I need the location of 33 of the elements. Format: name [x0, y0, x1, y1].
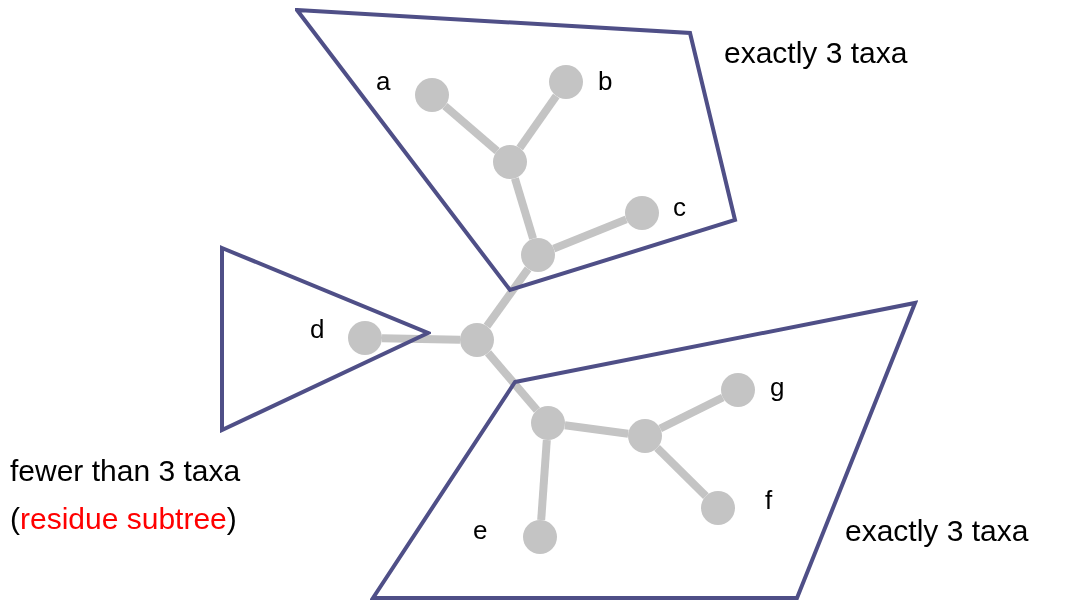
- branch-line: [654, 445, 709, 499]
- taxon-label: a: [376, 65, 391, 98]
- tree-node: [701, 491, 735, 525]
- taxon-label: c: [673, 191, 686, 224]
- branch-line: [381, 334, 461, 344]
- taxon-label: b: [598, 65, 613, 98]
- taxon-label: f: [765, 484, 773, 517]
- branch-line: [564, 421, 629, 438]
- branch-line: [442, 103, 500, 154]
- subtree-note: (residue subtree): [10, 501, 237, 537]
- tree-node: [415, 78, 449, 112]
- branch-line: [552, 215, 628, 253]
- tree-node: [493, 145, 527, 179]
- tree-node: [521, 238, 555, 272]
- tree-node: [628, 419, 662, 453]
- tree-node: [531, 406, 565, 440]
- tree-node: [549, 65, 583, 99]
- tree-node: [348, 321, 382, 355]
- tree-node: [721, 373, 755, 407]
- branch-line: [511, 177, 537, 240]
- taxon-label: e: [473, 514, 488, 547]
- branch-line: [483, 266, 532, 329]
- subtree-caption: exactly 3 taxa: [724, 35, 908, 71]
- tree-node: [523, 520, 557, 554]
- taxon-label: g: [770, 371, 785, 404]
- branch-line: [516, 93, 560, 151]
- tree-node: [460, 323, 494, 357]
- taxon-label: d: [310, 313, 325, 346]
- branch-line: [537, 439, 551, 521]
- subtree-caption: fewer than 3 taxa: [10, 453, 241, 489]
- tree-node: [625, 196, 659, 230]
- subtree-caption: exactly 3 taxa: [845, 513, 1029, 549]
- branch-line: [658, 393, 725, 433]
